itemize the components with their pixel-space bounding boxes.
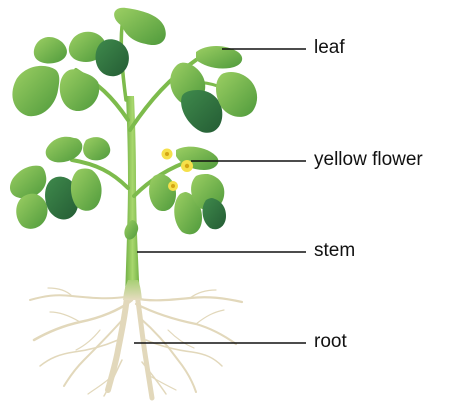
stem-label: stem: [314, 241, 355, 260]
yellow-flower-label: yellow flower: [314, 150, 423, 169]
root-label: root: [314, 332, 347, 351]
flower-icon: [162, 149, 173, 160]
flower-icon: [168, 181, 178, 191]
leaf-label: leaf: [314, 38, 345, 57]
